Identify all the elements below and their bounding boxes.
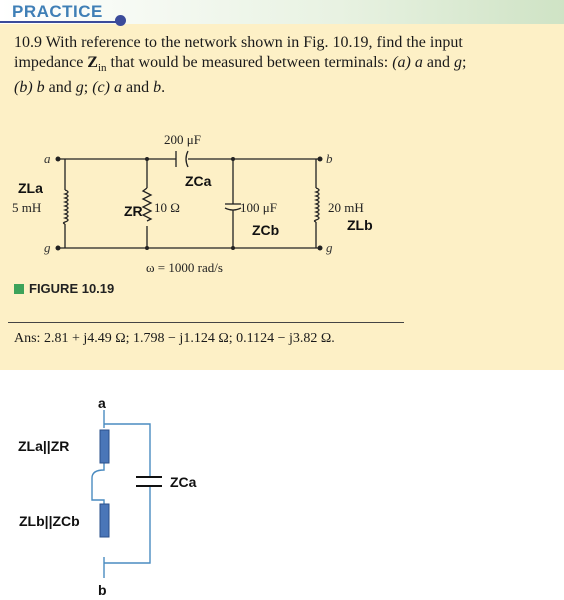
junction-dot — [145, 246, 149, 250]
right-ind-label: ZLb — [347, 217, 373, 233]
header-title: PRACTICE — [12, 2, 103, 21]
and-2: and — [44, 79, 76, 97]
header-underline — [0, 21, 122, 23]
right-inductor-coil — [313, 187, 320, 223]
and-1: and — [422, 54, 454, 71]
z-subscript: in — [97, 62, 107, 75]
terminal-b-label: b — [326, 151, 333, 166]
semi-2: ; — [83, 79, 93, 97]
practice-header: PRACTICE — [0, 0, 564, 26]
sketch-upper-label: ZLa||ZR — [18, 438, 69, 454]
upper-block — [99, 429, 110, 464]
problem-text-1: With reference to the network shown in F… — [45, 34, 463, 51]
lower-block — [99, 503, 110, 538]
left-inductor-coil — [62, 189, 69, 225]
left-ind-value: 5 mH — [12, 200, 41, 215]
cap-mid-label: ZCb — [252, 222, 279, 238]
sketch-top-label: a — [98, 395, 106, 411]
term-b-2: b — [153, 79, 162, 97]
omega-label: ω = 1000 rad/s — [146, 260, 223, 275]
problem-line-1: 10.9 With reference to the network shown… — [14, 33, 554, 53]
problem-number: 10.9 — [14, 34, 42, 51]
equivalent-sketch: a b ZLa||ZR ZLb||ZCb ZCa — [18, 395, 197, 598]
terminal-b-dot — [317, 156, 323, 162]
cap-top-value: 200 μF — [164, 132, 201, 147]
part-c: (c) — [92, 79, 110, 97]
res-label: ZR — [124, 203, 143, 219]
terminal-g-right-label: g — [326, 240, 333, 255]
figure-caption-text: FIGURE 10.19 — [29, 281, 115, 296]
terminal-a-dot — [55, 156, 61, 162]
problem-text-2b: that would be measured between terminals… — [106, 54, 393, 71]
sketch-top-wire — [103, 410, 151, 578]
junction-dot — [145, 157, 149, 161]
semi-1: ; — [461, 54, 467, 71]
figure-square-icon — [14, 284, 24, 294]
term-a-1: a — [410, 54, 423, 71]
part-a: (a) — [392, 54, 411, 71]
terminal-g-left-label: g — [44, 240, 51, 255]
sketch-mid-link — [91, 461, 105, 508]
circuit-diagram: a b g g 200 μF ZCa ZLa 5 mH ZR 10 Ω 100 … — [12, 132, 373, 275]
problem-text: 10.9 With reference to the network shown… — [14, 33, 554, 98]
right-ind-value: 20 mH — [328, 200, 364, 215]
term-g-2: g — [75, 79, 84, 97]
cap-top-label: ZCa — [185, 173, 212, 189]
term-g-1: g — [453, 54, 462, 71]
z-symbol: Z — [87, 54, 98, 71]
sketch-cap-gap — [146, 478, 154, 485]
cap-mid-plate-bottom — [224, 207, 242, 211]
and-3: and — [121, 79, 154, 97]
problem-text-2a: impedance — [14, 54, 88, 71]
junction-dot — [231, 246, 235, 250]
junction-dot — [231, 157, 235, 161]
cap-mid-value: 100 μF — [240, 200, 277, 215]
header-dot — [115, 15, 126, 26]
left-ind-label: ZLa — [18, 180, 43, 196]
answer-rule — [8, 322, 404, 323]
practice-panel — [0, 0, 564, 370]
sketch-cap-label: ZCa — [170, 474, 197, 490]
part-b: (b) — [14, 79, 33, 97]
sketch-lower-label: ZLb||ZCb — [19, 513, 80, 529]
res-value: 10 Ω — [154, 200, 180, 215]
terminal-g-right-dot — [317, 245, 323, 251]
period: . — [161, 79, 166, 97]
term-b-1: b — [32, 79, 45, 97]
cap-top-plate-right — [185, 150, 189, 168]
terminal-a-label: a — [44, 151, 51, 166]
problem-line-2: impedance Zin that would be measured bet… — [14, 53, 554, 78]
resistor-zigzag — [141, 187, 153, 222]
terminal-g-left-dot — [55, 245, 61, 251]
sketch-bottom-label: b — [98, 582, 107, 598]
term-a-2: a — [109, 79, 122, 97]
answer-text: Ans: 2.81 + j4.49 Ω; 1.798 − j1.124 Ω; 0… — [14, 331, 335, 346]
figure-caption: FIGURE 10.19 — [14, 281, 114, 296]
problem-line-3: (b) b and g; (c) a and b. — [14, 78, 554, 98]
